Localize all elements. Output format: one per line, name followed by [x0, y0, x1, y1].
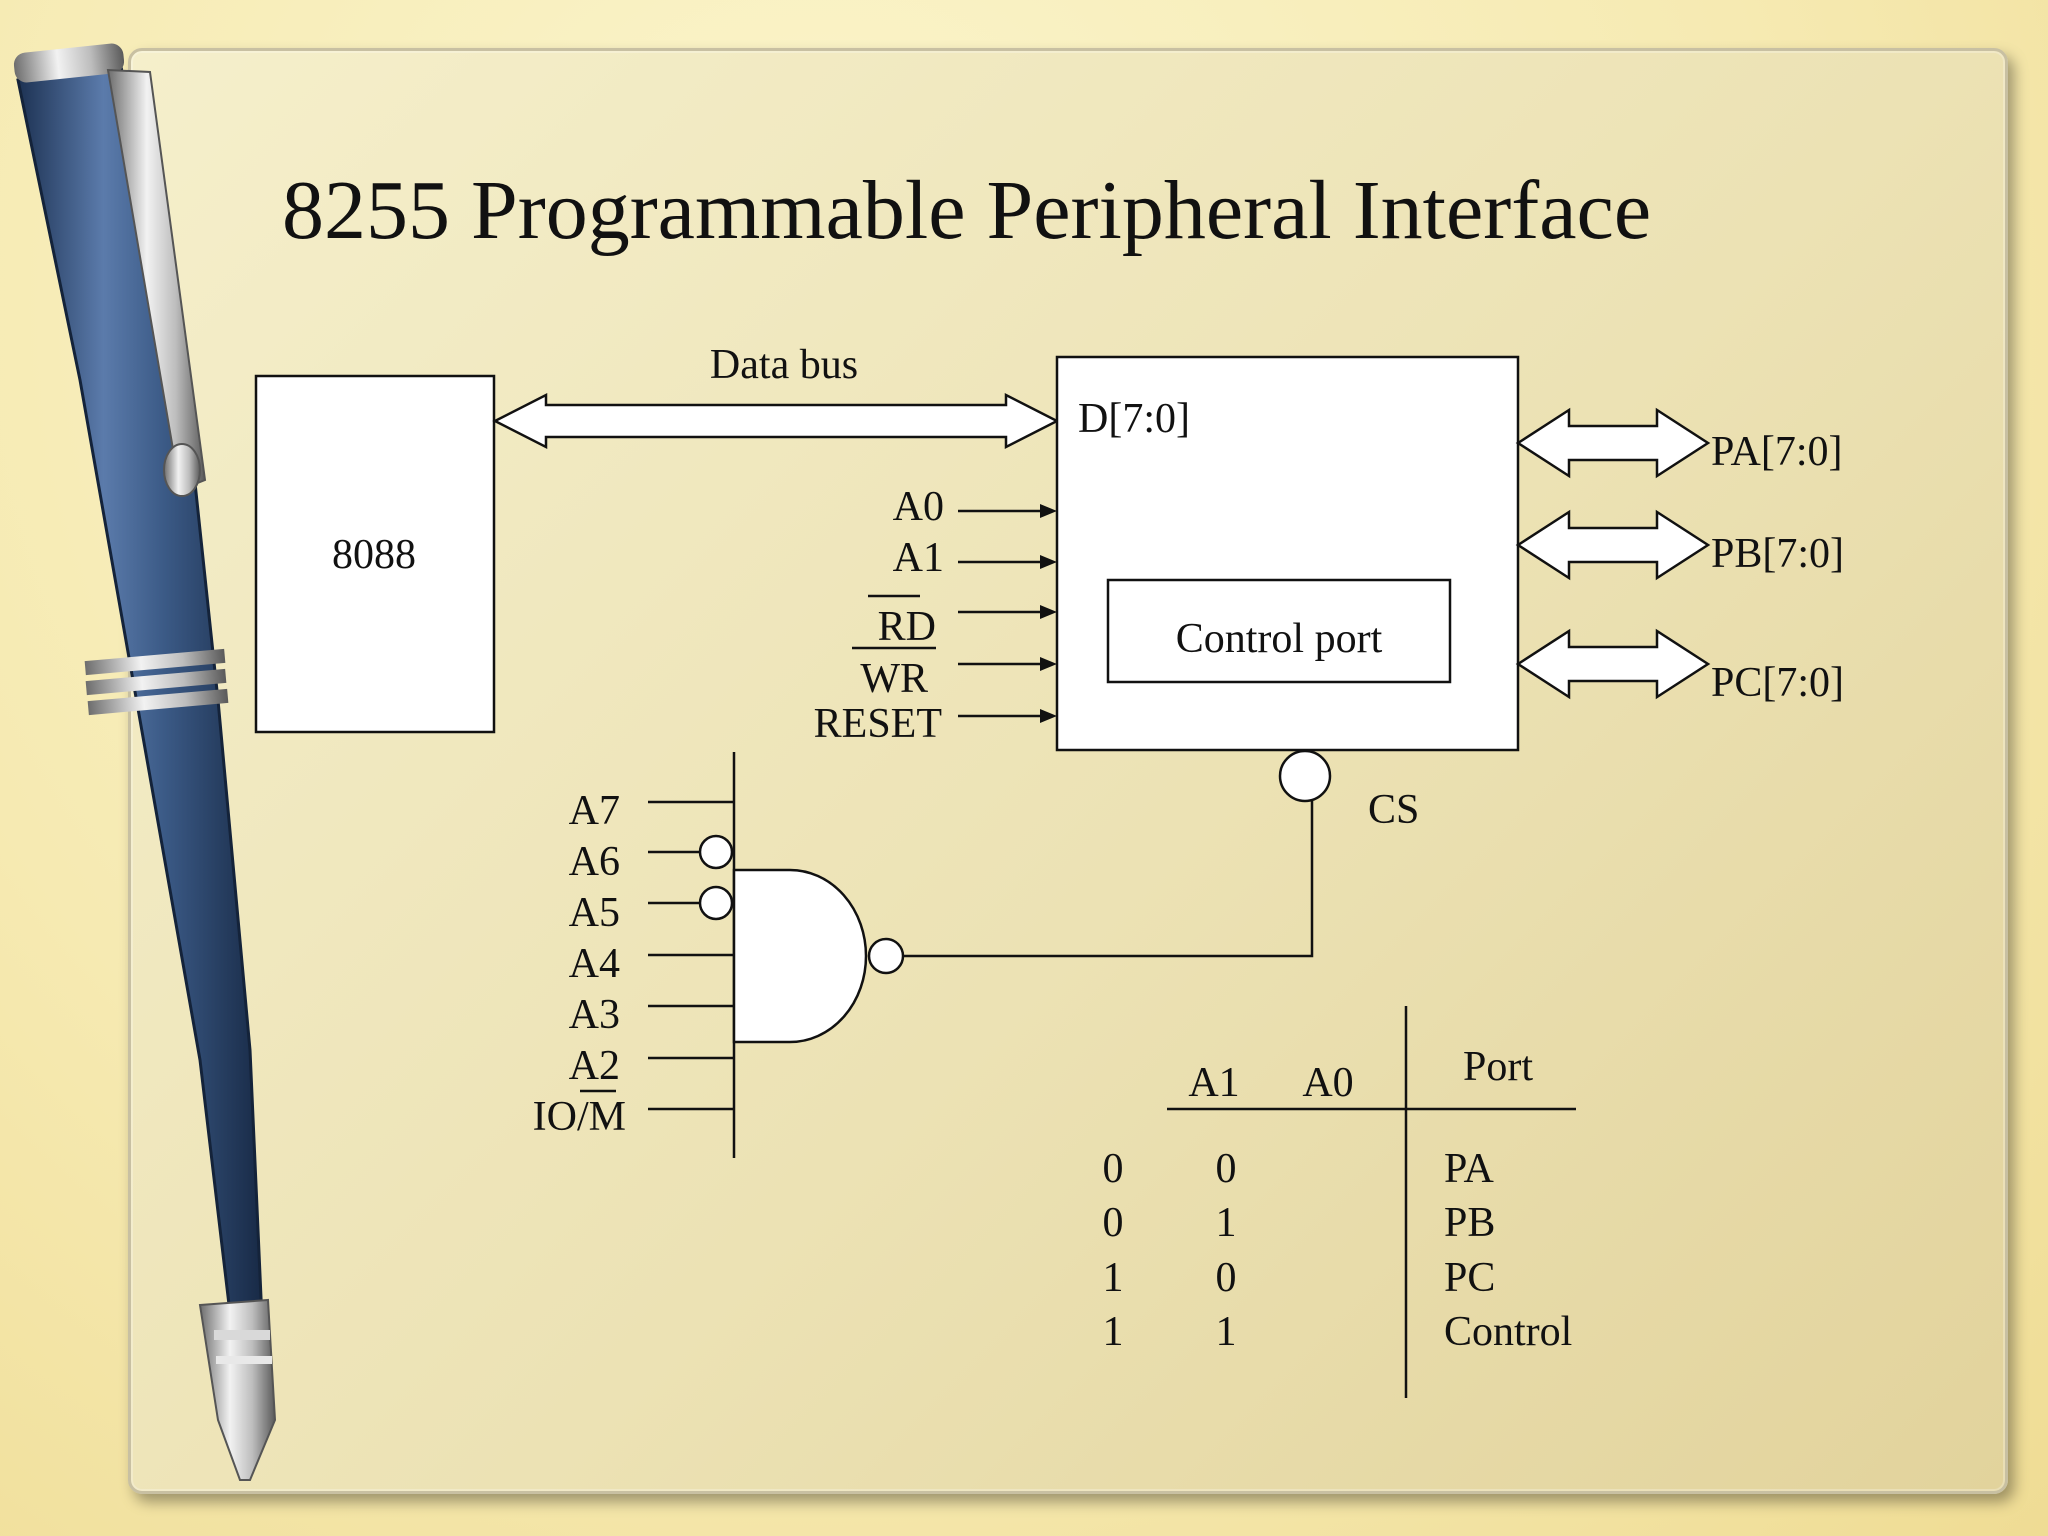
port-pb-label: PB[7:0] — [1711, 531, 1844, 577]
table-header-a0: A0 — [1302, 1060, 1353, 1106]
table-cell-a0: 0 — [1216, 1146, 1237, 1192]
signal-wr-label: WR — [860, 656, 928, 702]
decoder-a2-label: A2 — [569, 1043, 620, 1089]
control-port-label: Control port — [1176, 616, 1383, 662]
decoder-a5-label: A5 — [569, 890, 620, 936]
ppi-8255-block — [1055, 355, 1520, 752]
table-cell-port: PA — [1444, 1146, 1495, 1192]
port-table: A1 A0 Port 0 0 PA 0 1 PB 1 0 PC 1 1 Cont… — [1103, 1006, 1576, 1398]
nand-output-bubble — [867, 937, 905, 975]
decoder-a6-label: A6 — [569, 839, 620, 885]
port-pa-arrow — [1515, 407, 1711, 479]
pen-band — [84, 648, 229, 716]
pen-illustration — [13, 43, 277, 1481]
table-cell-a0: 1 — [1216, 1309, 1237, 1355]
port-pc-label: PC[7:0] — [1711, 660, 1844, 706]
data-pins-label: D[7:0] — [1078, 396, 1190, 442]
table-header-port: Port — [1463, 1044, 1533, 1090]
table-cell-a0: 0 — [1216, 1255, 1237, 1301]
table-row: 0 0 PA — [1103, 1146, 1495, 1192]
table-cell-port: PC — [1444, 1255, 1495, 1301]
cs-label: CS — [1368, 787, 1419, 833]
data-bus-label: Data bus — [710, 342, 858, 388]
table-row: 1 0 PC — [1103, 1255, 1496, 1301]
port-arrows: PA[7:0] PB[7:0] PC[7:0] — [1515, 407, 1844, 706]
input-signals: A0 A1 RD WR RESET — [814, 484, 1057, 747]
table-row: 1 1 Control — [1103, 1309, 1573, 1355]
decoder-a4-label: A4 — [569, 941, 620, 987]
signal-a1-arrowhead — [1040, 555, 1057, 569]
table-cell-a1: 0 — [1103, 1200, 1124, 1246]
table-cell-a1: 1 — [1103, 1309, 1124, 1355]
port-pa-label: PA[7:0] — [1711, 429, 1842, 475]
table-header-a1: A1 — [1188, 1060, 1239, 1106]
signal-a1-label: A1 — [893, 535, 944, 581]
control-port-box — [1106, 578, 1452, 684]
port-pc-arrow — [1515, 628, 1711, 700]
signal-a0-label: A0 — [893, 484, 944, 530]
table-cell-port: PB — [1444, 1200, 1495, 1246]
table-cell-a1: 1 — [1103, 1255, 1124, 1301]
table-cell-a1: 0 — [1103, 1146, 1124, 1192]
cpu-8088-block — [254, 374, 496, 734]
signal-rd-label: RD — [878, 604, 936, 650]
data-bus-arrow — [492, 392, 1060, 450]
cs-inversion-bubble — [1278, 749, 1332, 803]
signal-wr-arrowhead — [1040, 657, 1057, 671]
decoder-a7-label: A7 — [569, 788, 620, 834]
slide-panel — [128, 48, 2008, 1494]
signal-a0-arrowhead — [1040, 504, 1057, 518]
slide-title: 8255 Programmable Peripheral Interface — [282, 164, 1651, 257]
table-cell-port: Control — [1444, 1309, 1572, 1355]
table-row: 0 1 PB — [1103, 1200, 1496, 1246]
port-pb-arrow — [1515, 509, 1711, 581]
decoder-a5-bubble — [698, 885, 734, 921]
decoder-a3-label: A3 — [569, 992, 620, 1038]
decoder-a6-bubble — [698, 834, 734, 870]
decoder-io-m-label: IO/M — [533, 1094, 626, 1140]
signal-reset-label: RESET — [814, 701, 942, 747]
cpu-label: 8088 — [332, 532, 416, 578]
signal-reset-arrowhead — [1040, 709, 1057, 723]
address-decoder: A7 A6 A5 A4 A3 A2 IO/M — [533, 752, 905, 1158]
cs-wire — [903, 801, 1314, 958]
nand-gate-body — [732, 868, 868, 1044]
signal-rd-arrowhead — [1040, 605, 1057, 619]
table-cell-a0: 1 — [1216, 1200, 1237, 1246]
